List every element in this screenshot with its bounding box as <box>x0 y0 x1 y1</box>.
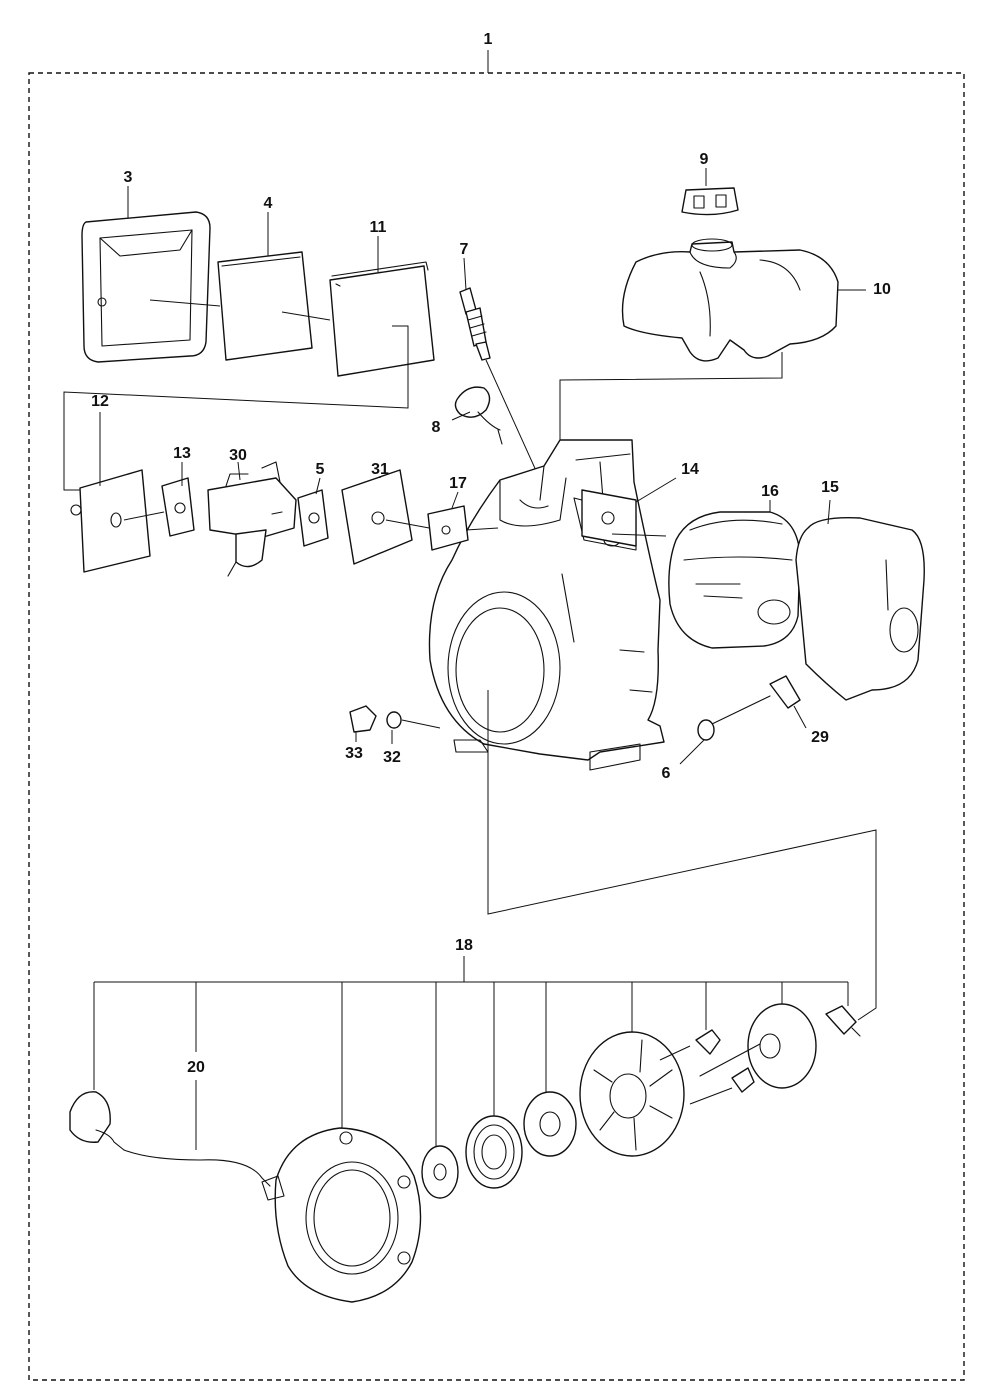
leader-11-bracket <box>63 325 409 491</box>
fuel-tank <box>621 238 839 362</box>
starter-pawl-a <box>695 1029 721 1055</box>
air-filter-element <box>217 251 313 361</box>
leader-12-link <box>123 511 165 521</box>
carb-gasket-13 <box>161 477 195 537</box>
carburetor <box>207 461 297 577</box>
leader-14 <box>635 477 677 503</box>
drain-washer <box>386 711 402 729</box>
callout-10: 10 <box>873 281 891 298</box>
callout-13: 13 <box>173 445 191 462</box>
callout-29: 29 <box>811 729 829 746</box>
pawl-b-link <box>689 1087 733 1105</box>
callout-15: 15 <box>821 479 839 496</box>
starter-pulley <box>579 1031 685 1157</box>
callout-16: 16 <box>761 483 779 500</box>
starter-bolt <box>825 1005 861 1037</box>
starter-rope <box>123 1149 271 1187</box>
leader-5 <box>315 477 321 495</box>
dipstick-o-ring <box>697 719 715 741</box>
spark-plug-cap <box>454 386 503 445</box>
starter-housing <box>261 1127 422 1303</box>
intake-gasket <box>427 505 469 551</box>
callout-31: 31 <box>371 461 389 478</box>
dipstick <box>711 675 801 725</box>
callout-9: 9 <box>700 151 709 168</box>
air-filter-base <box>70 469 151 573</box>
leader-17-link <box>465 527 499 531</box>
callout-17: 17 <box>449 475 467 492</box>
leader-17 <box>451 491 459 509</box>
pawl-a-link <box>659 1045 691 1061</box>
leader-7 <box>463 257 467 291</box>
callout-1: 1 <box>484 31 493 48</box>
callout-5: 5 <box>316 461 325 478</box>
leader-4 <box>281 311 331 321</box>
leader-8 <box>451 411 471 421</box>
leader-6 <box>679 739 705 765</box>
callout-33: 33 <box>345 745 363 762</box>
drain-plug <box>349 705 377 733</box>
spring-plate <box>523 1091 577 1157</box>
insulator-plate <box>341 469 413 565</box>
callout-20: 20 <box>187 1059 205 1076</box>
callout-30: 30 <box>229 447 247 464</box>
leader-3 <box>149 299 221 307</box>
callout-12: 12 <box>91 393 109 410</box>
leader-block-starter <box>487 690 877 1021</box>
air-filter-foam <box>329 261 435 377</box>
starter-cup <box>699 1003 817 1089</box>
carb-gasket-5 <box>297 489 329 547</box>
spark-plug <box>459 287 491 361</box>
air-filter-cover <box>81 211 211 363</box>
muffler-guard <box>795 517 925 701</box>
leader-32-link <box>401 719 441 729</box>
callout-32: 32 <box>383 749 401 766</box>
callout-6: 6 <box>662 765 671 782</box>
leader-10-down <box>559 352 783 440</box>
leader-15 <box>827 499 831 525</box>
callout-4: 4 <box>264 195 273 212</box>
leader-30 <box>237 461 241 481</box>
starter-handle <box>69 1091 125 1151</box>
leader-14-body <box>611 533 667 537</box>
callout-7: 7 <box>460 241 469 258</box>
callout-3: 3 <box>124 169 133 186</box>
callout-11: 11 <box>370 219 387 236</box>
starter-washer <box>421 1145 459 1199</box>
callout-8: 8 <box>432 419 441 436</box>
starter-pawl-b <box>731 1067 755 1093</box>
callout-18: 18 <box>455 937 473 954</box>
muffler <box>668 511 801 649</box>
callout-14: 14 <box>681 461 699 478</box>
fuel-cap <box>681 187 739 216</box>
assembly-frame <box>28 72 965 1381</box>
recoil-spring <box>465 1115 523 1189</box>
leader-29 <box>793 705 807 729</box>
exhaust-gasket <box>581 489 637 547</box>
